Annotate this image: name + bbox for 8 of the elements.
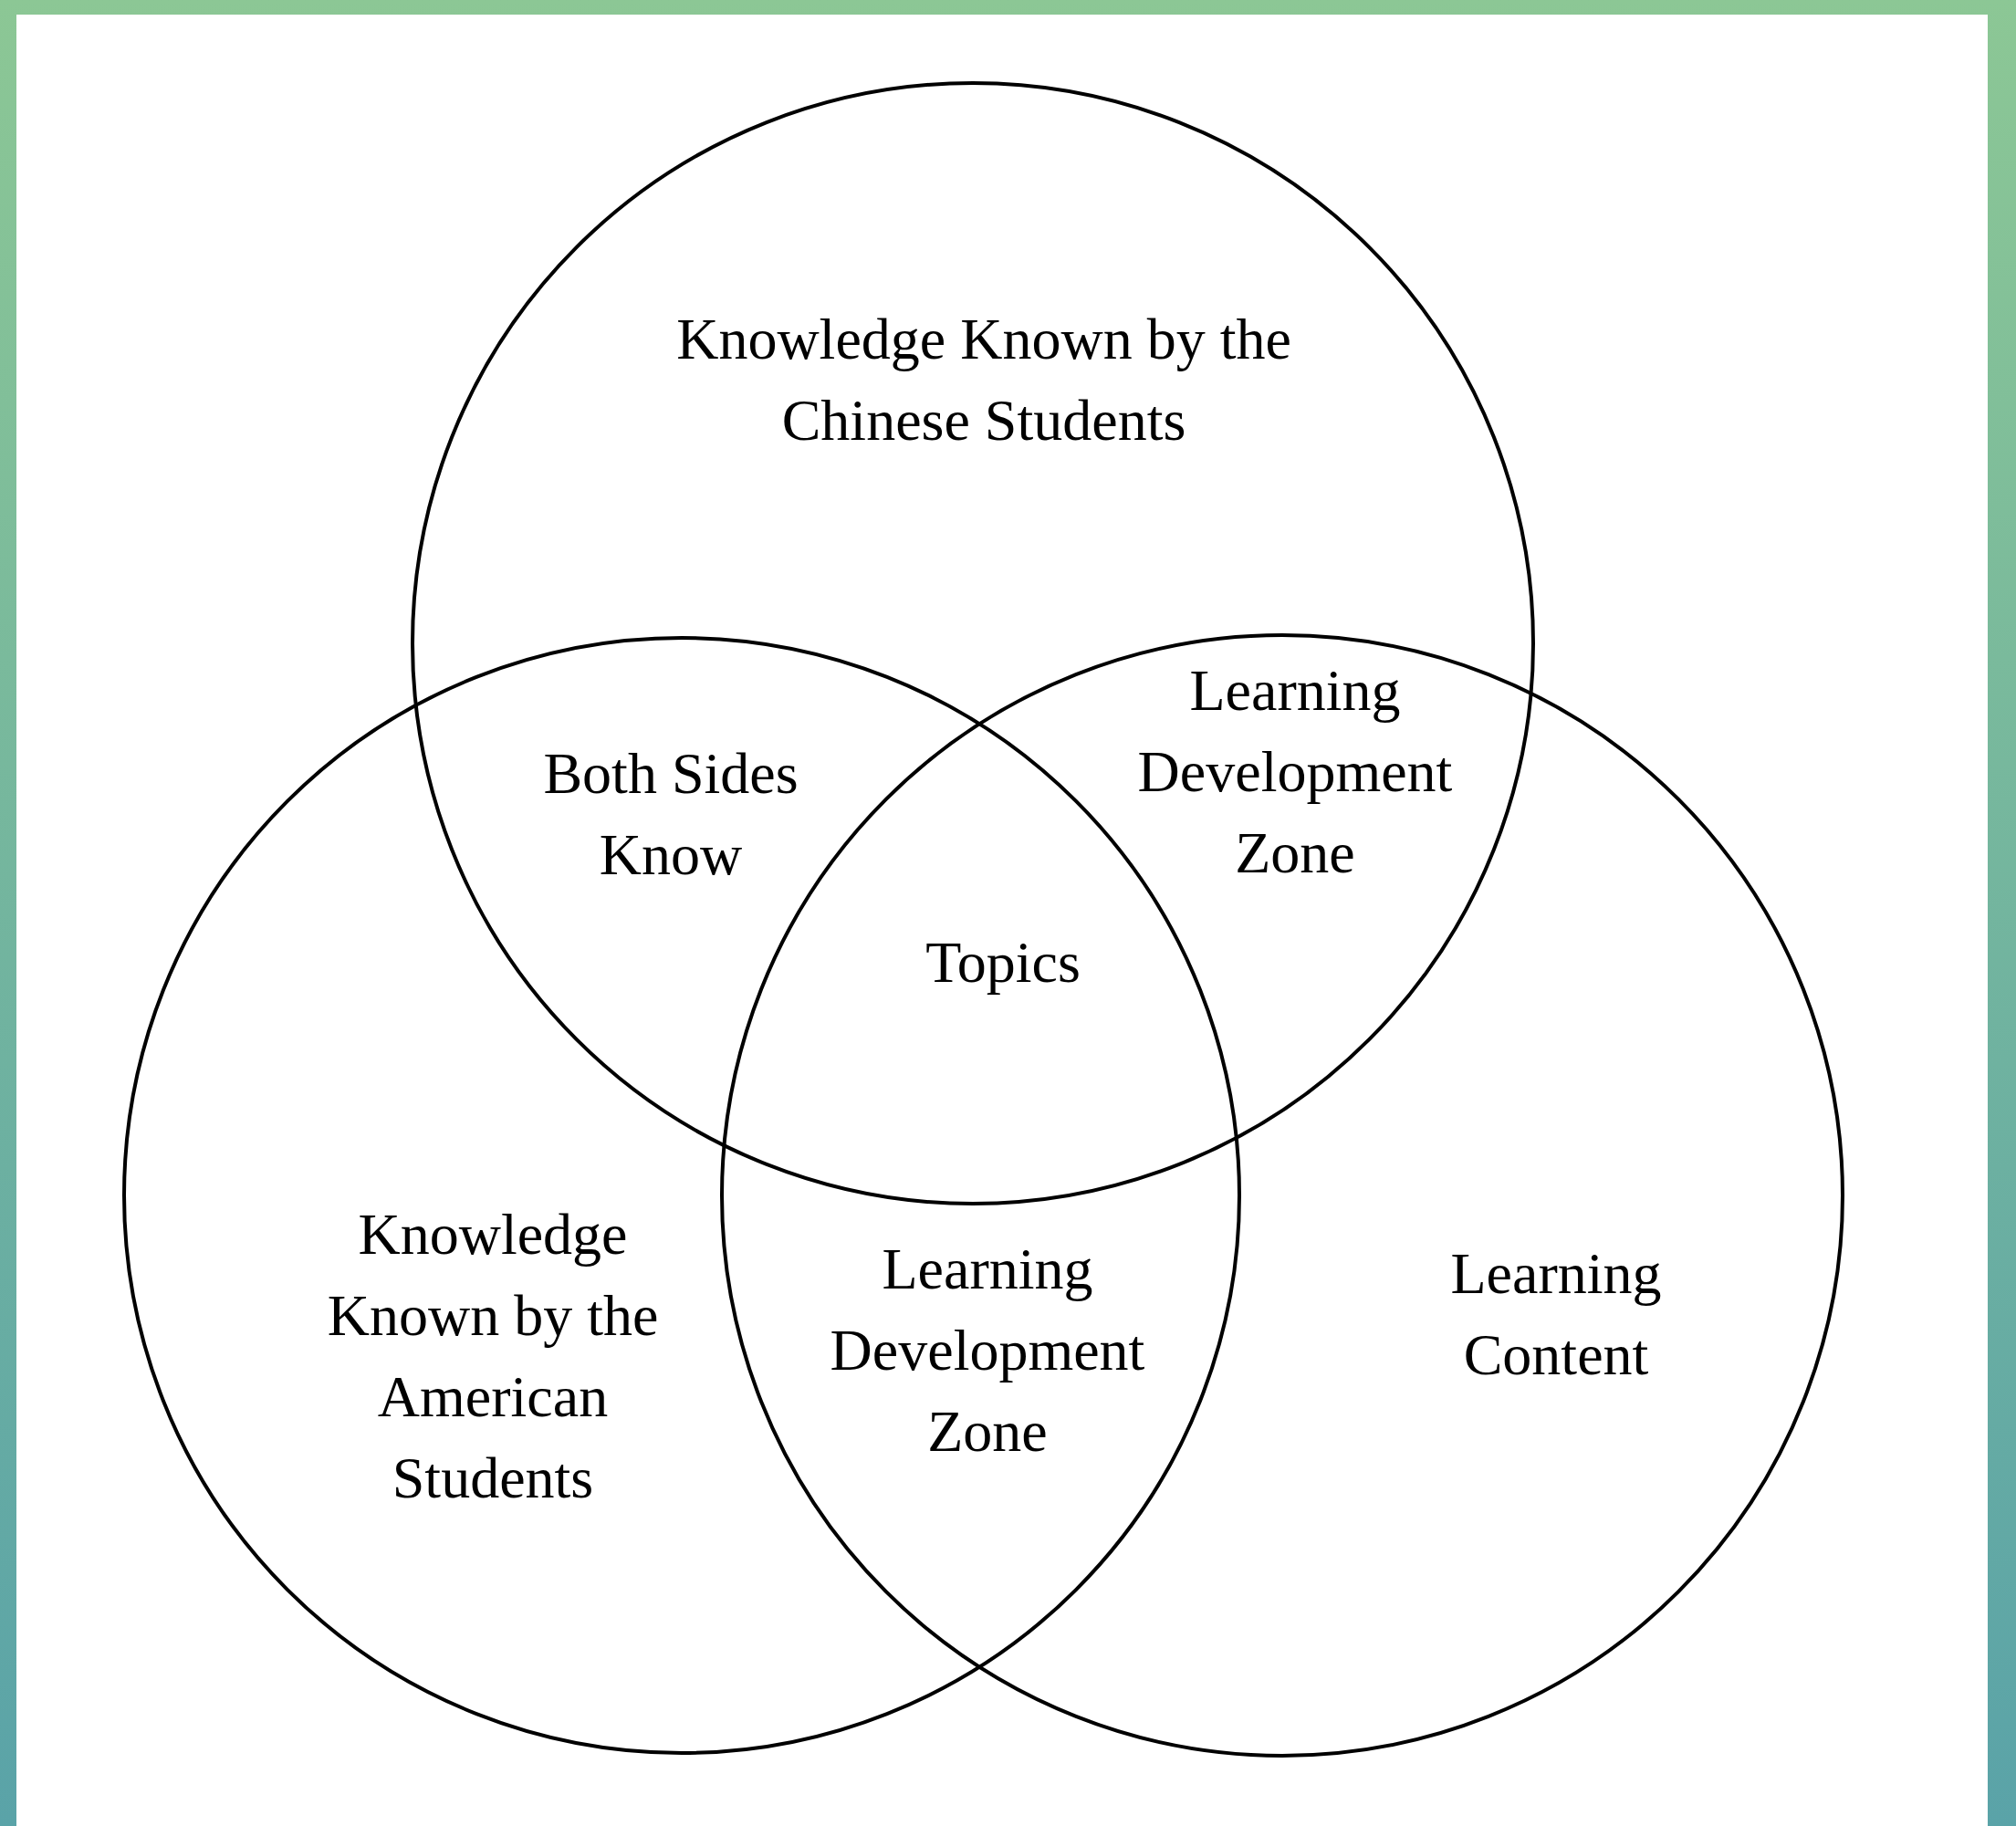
venn-circle <box>411 81 1535 1205</box>
overlap-label: Topics <box>924 928 1081 996</box>
circle-label: Learning Content <box>1449 1240 1663 1389</box>
circle-label: Knowledge Known by the American Students <box>326 1201 660 1512</box>
circle-label: Knowledge Known by the Chinese Students <box>675 306 1292 454</box>
overlap-label: Learning Development Zone <box>1136 656 1454 887</box>
overlap-label: Both Sides Know <box>542 740 799 889</box>
overlap-label: Learning Development Zone <box>829 1235 1146 1466</box>
